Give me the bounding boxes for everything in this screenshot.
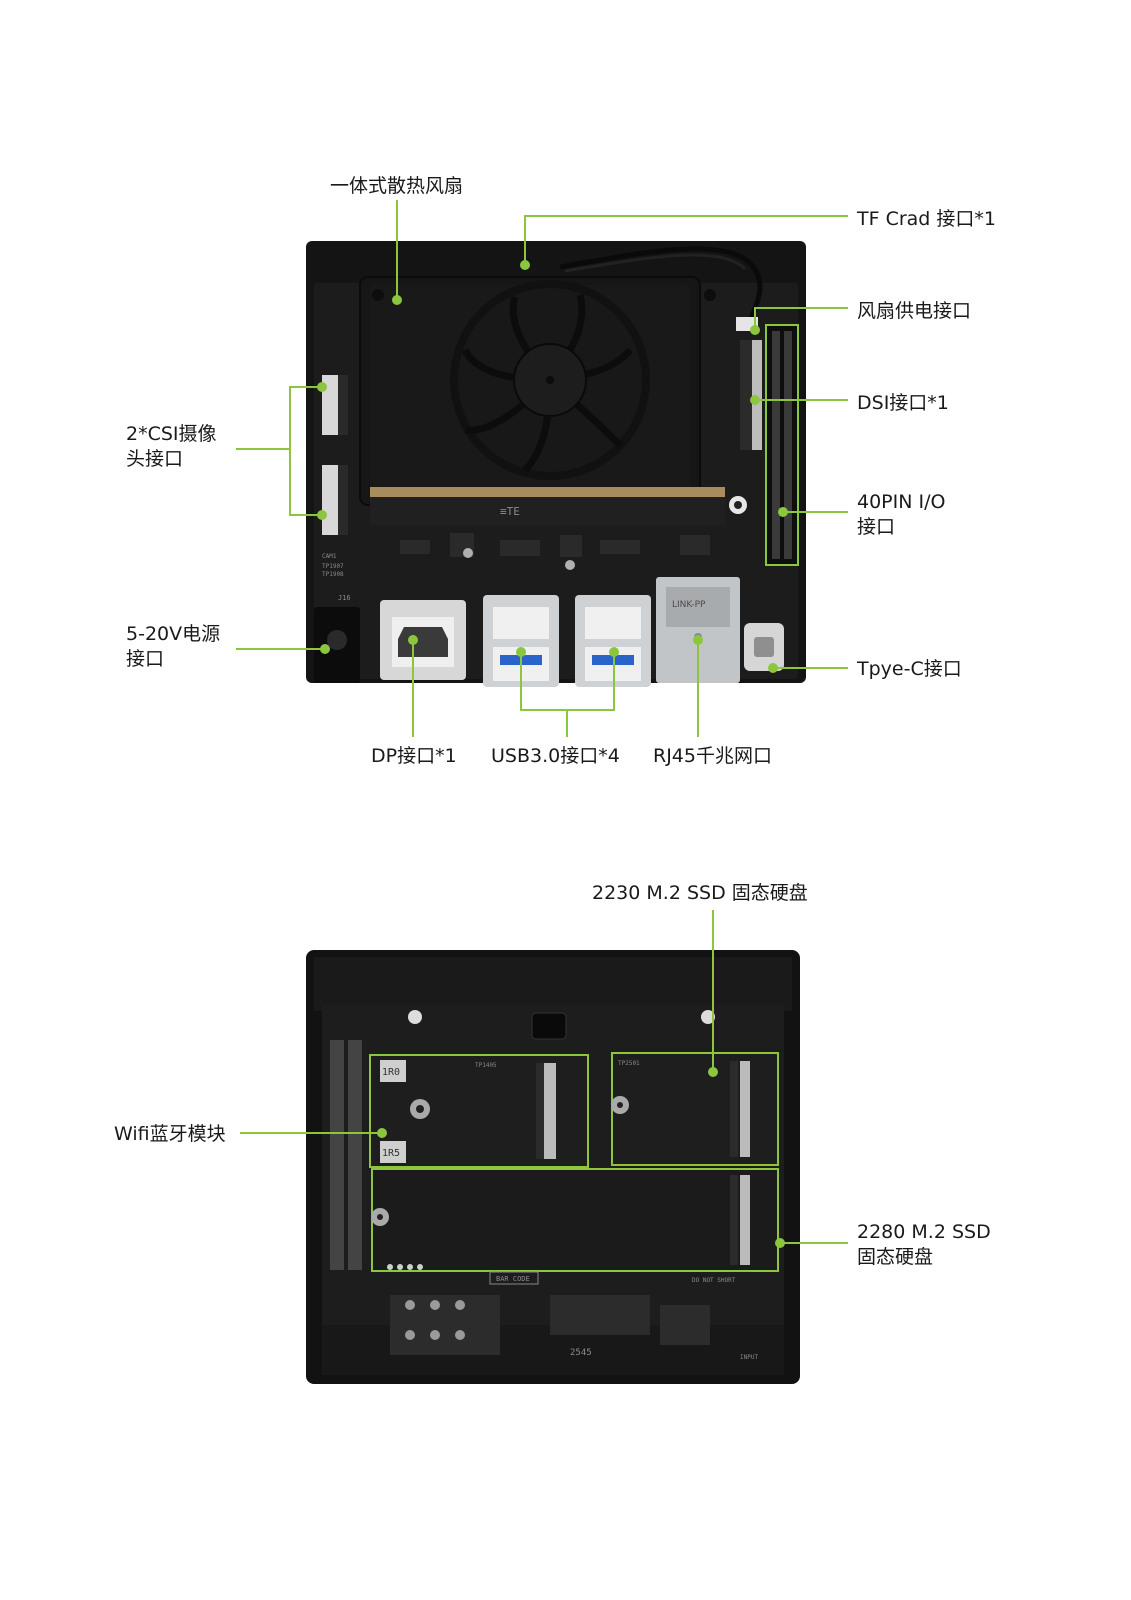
label-rj45: RJ45千兆网口 bbox=[653, 745, 772, 767]
label-ssd-2230: 2230 M.2 SSD 固态硬盘 bbox=[592, 882, 808, 904]
rj45-brand: LINK-PP bbox=[672, 600, 706, 610]
silk-r15: 1R5 bbox=[382, 1148, 400, 1159]
silk-bar-code: BAR CODE bbox=[496, 1275, 530, 1283]
cooling-fan bbox=[359, 276, 716, 506]
label-fan-power: 风扇供电接口 bbox=[857, 300, 972, 322]
ssd-2230-slot: TP2501 bbox=[611, 1052, 779, 1166]
label-csi-camera: 2*CSI摄像 头接口 bbox=[126, 423, 217, 470]
bottom-board-illustration: 1R0 1R5 TP1405 TP2501 BAR CODE DO NOT SH… bbox=[306, 950, 800, 1384]
silk-r10: 1R0 bbox=[382, 1067, 400, 1078]
label-cooling-fan: 一体式散热风扇 bbox=[330, 175, 464, 197]
silk-2545: 2545 bbox=[570, 1348, 592, 1358]
label-dsi: DSI接口*1 bbox=[857, 392, 949, 414]
ssd-2280-slot bbox=[371, 1168, 779, 1272]
label-40pin-io: 40PIN I/O 接口 bbox=[857, 491, 946, 538]
label-dp: DP接口*1 bbox=[371, 745, 457, 767]
silk-do-not-short: DO NOT SHORT bbox=[692, 1277, 736, 1284]
te-logo: ≡TE bbox=[500, 505, 520, 518]
top-board-illustration: ≡TE CAM1 TP1907 TP1908 J16 LINK-PP bbox=[306, 241, 806, 687]
label-power-jack: 5-20V电源 接口 bbox=[126, 623, 221, 670]
silk-j16: J16 bbox=[338, 594, 351, 602]
silk-tp1405: TP1405 bbox=[475, 1062, 497, 1069]
silk-tp2501: TP2501 bbox=[618, 1060, 640, 1067]
silk-cam1: CAM1 bbox=[322, 553, 337, 560]
label-tf-card: TF Crad 接口*1 bbox=[857, 208, 996, 230]
label-ssd-2280: 2280 M.2 SSD 固态硬盘 bbox=[857, 1221, 991, 1268]
silk-tp1908: TP1908 bbox=[322, 571, 344, 578]
label-usb: USB3.0接口*4 bbox=[491, 745, 620, 767]
silk-input: INPUT bbox=[740, 1354, 758, 1361]
wifi-module: 1R0 1R5 TP1405 bbox=[369, 1054, 589, 1168]
label-wifi-module: Wifi蓝牙模块 bbox=[114, 1123, 226, 1145]
silk-tp1907: TP1907 bbox=[322, 563, 344, 570]
label-type-c: Tpye-C接口 bbox=[857, 658, 962, 680]
